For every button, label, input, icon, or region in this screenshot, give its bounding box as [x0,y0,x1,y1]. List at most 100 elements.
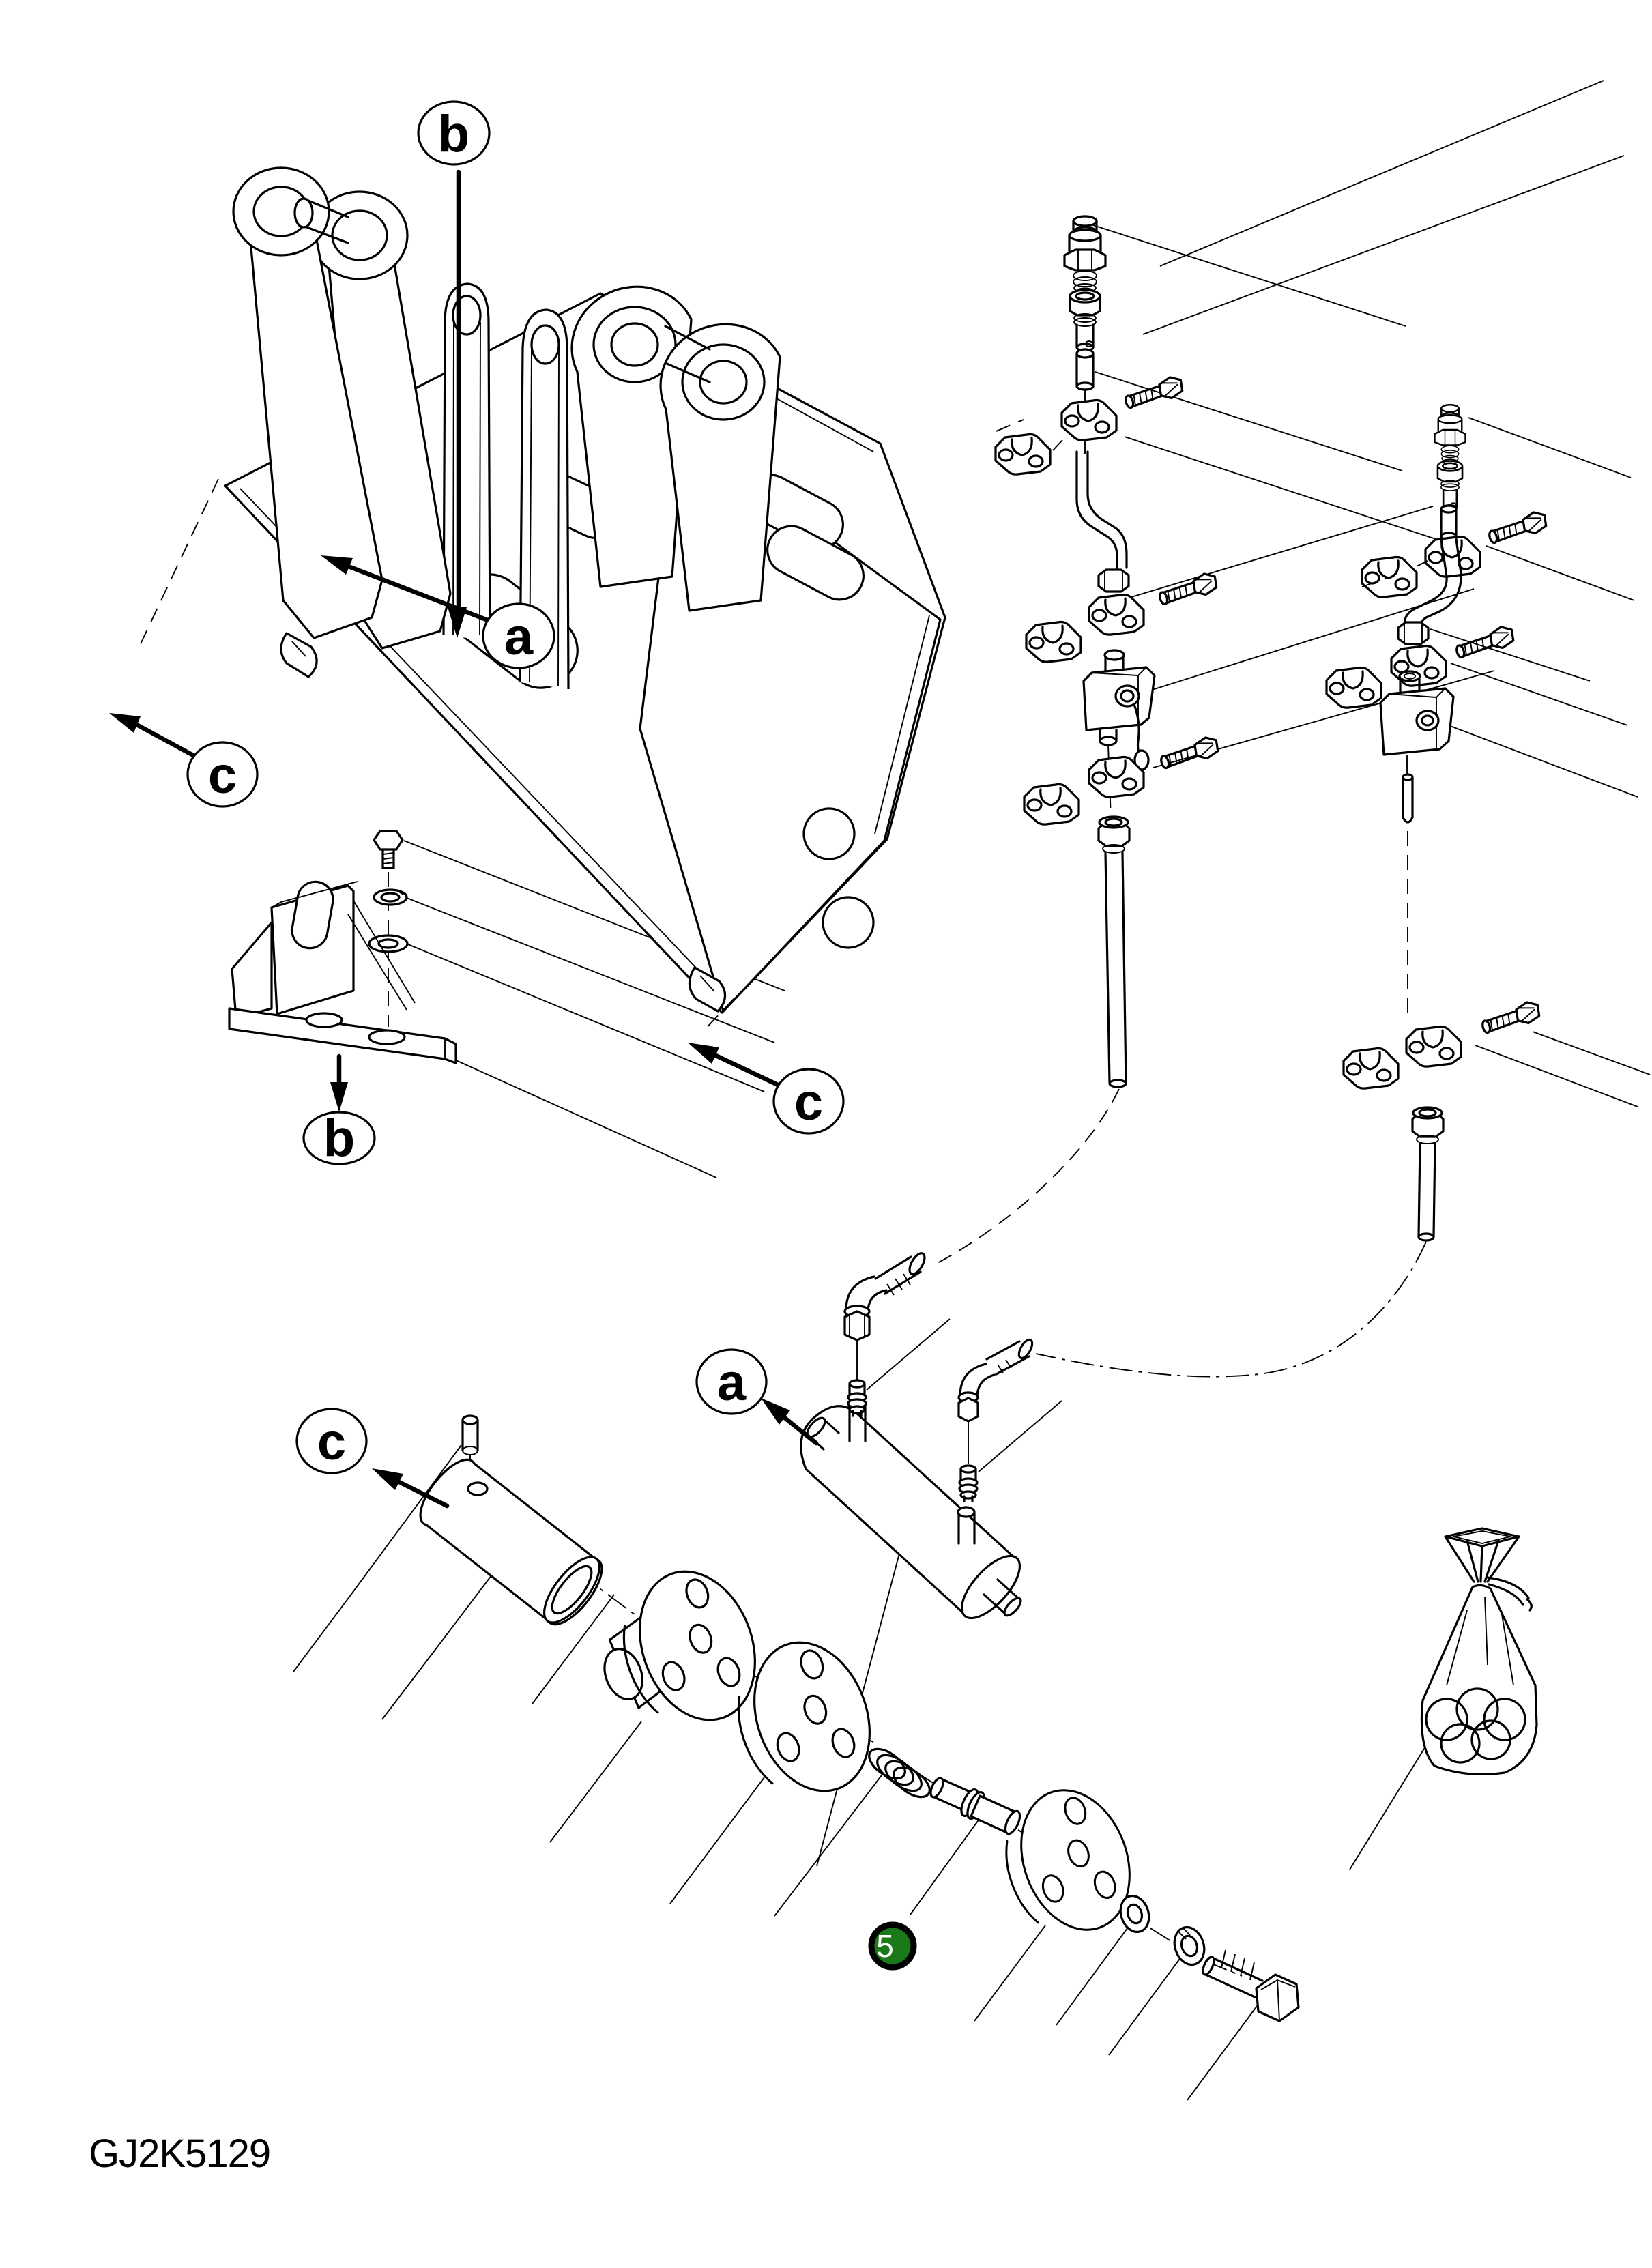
lock-washer-split [1178,1928,1191,1940]
hose-route-dashdot [1035,1241,1427,1378]
port-adapter-fitting [847,1379,867,1417]
line-clamp-half [1405,1025,1462,1068]
o-rings-in-bag [1425,1687,1526,1764]
callout-arrow-shaft [782,1415,819,1446]
cylinder-end-cap [960,1554,1021,1620]
leader-line [1475,1045,1638,1107]
clamp-bolt [1485,508,1550,547]
callout-a-cylinder[interactable]: a [695,1348,819,1446]
leader-line [1450,663,1628,726]
mount-bracket-assembly [228,830,457,1064]
leader-line [406,897,775,1043]
bent-tube-outer [1075,450,1118,569]
port-boss-top [957,1506,976,1518]
line-clamp-half [1023,783,1080,826]
badge-circle[interactable] [868,1921,917,1971]
callout-arrowhead [688,1043,719,1064]
callout-a-frame[interactable]: a [321,555,555,669]
callout-b-top[interactable]: b [417,100,491,638]
part-badge-5[interactable]: 5 [868,1921,917,1971]
callout-c-hook[interactable]: c [688,998,845,1135]
ferrule-crimps [886,1273,911,1296]
callout-circle[interactable] [772,1068,845,1135]
callout-circle[interactable] [295,1408,368,1474]
line-clamp-half [1361,555,1418,598]
clamp-match-line [996,419,1063,451]
base-plate-hole-2 [368,1029,406,1045]
callout-b-bracket[interactable]: b [302,1053,376,1167]
nut-facets [849,1314,865,1337]
fitting-nut-bore [1418,1108,1437,1118]
callout-c-bushing[interactable]: c [295,1408,450,1509]
bushing-pin-hole [467,1481,489,1496]
rod-end [1003,1597,1022,1617]
cylinder-leader-line [816,1514,910,1867]
strap-loop-hole [530,324,560,365]
bracket-bolt-head [373,830,404,851]
tube-end [1075,348,1095,359]
flat-washer-hole [1126,1903,1144,1925]
lock-washer-split [397,890,404,895]
bolt-head-facets [1260,1979,1296,2022]
hose-nut [957,1397,979,1423]
bolt-shank [1204,1957,1264,1998]
callout-arrow-shaft [396,1479,450,1509]
parts-bag [1349,1527,1538,1870]
tube-end [1108,1079,1127,1088]
tube-end [1440,504,1458,514]
tube-sleeve-nut [1436,460,1464,512]
callout-circle[interactable] [186,741,259,808]
leader-line [1532,1031,1651,1075]
main-frame [224,166,946,1014]
hook-inner-line [291,641,306,657]
fitting-collar [1416,1135,1439,1144]
hydraulic-connector-fitting [1434,404,1466,465]
callout-c-left[interactable]: c [109,478,259,808]
callout-letter: c [208,746,237,804]
leader-line [1430,628,1591,682]
valve-boss-bore [1404,673,1416,680]
base-plate-hole-1 [305,1012,343,1028]
leader-line [446,1056,717,1178]
figure-code: GJ2K5129 [89,2132,270,2176]
leader-line [532,1594,1262,2101]
callout-dashed-leader [702,998,735,1032]
roll-pin-bottom [462,1446,478,1455]
bag-leader-line [1349,1734,1434,1870]
leader-line [1095,371,1403,471]
hydraulic-cylinder-assembly [800,1379,1022,1867]
frame-hook-right [688,966,727,1013]
callout-arrow-shaft [344,563,503,628]
cylinder-rod [983,1578,1020,1615]
tube-nut [1097,568,1130,593]
bolt-tip [1202,1956,1215,1976]
catalog-leader-lines [403,80,1651,1472]
detent-plunger-pin [929,1777,1021,1835]
fitting-collar [1102,844,1125,854]
callout-letter: c [794,1073,823,1131]
bracket-gusset-right [271,881,416,1011]
arm-eye-hole [331,209,388,261]
bag-creases [1446,1596,1514,1686]
roll-pin [461,1419,479,1451]
plunger-end [1004,1809,1021,1835]
callout-arrow-shaft [135,723,197,759]
bolt-threads [1221,1949,1255,1981]
callout-circle[interactable] [695,1348,768,1415]
clamp-bolt [1121,373,1186,412]
leader-line [1468,417,1632,478]
lock-washer-hole [380,892,401,903]
leader-line [1446,724,1638,798]
callout-circle[interactable] [417,100,491,166]
disc-hub-end [603,1648,643,1700]
callout-circle[interactable] [482,602,555,669]
leader-line [1486,545,1635,601]
valve-block-edges [1091,667,1147,725]
flange-disc-with-hub [602,1554,777,1743]
port-adapter-fitting [958,1464,979,1502]
callout-circle[interactable] [302,1111,376,1165]
leader-line [866,1318,951,1391]
callout-letter: b [323,1109,355,1167]
hose-end [1017,1338,1034,1360]
